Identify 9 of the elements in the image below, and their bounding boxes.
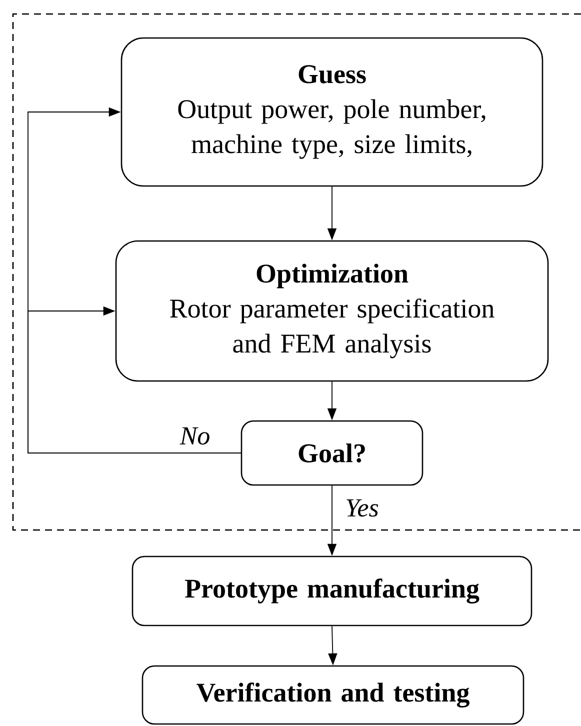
- process-box: Prototype manufacturing: [132, 556, 532, 626]
- process-box: Optimization Rotor parameter specification and FEM analysis: [115, 240, 549, 382]
- edge-label: Yes: [346, 499, 378, 517]
- decision-box: Goal?: [240, 420, 424, 486]
- arrow: [28, 306, 242, 454]
- process-box: Guess Output power, pole number, machine type, size limits,: [120, 37, 544, 187]
- process-box: Verification and testing: [142, 665, 524, 725]
- edge-label: No: [180, 427, 210, 445]
- dashed-frame: [12, 13, 581, 531]
